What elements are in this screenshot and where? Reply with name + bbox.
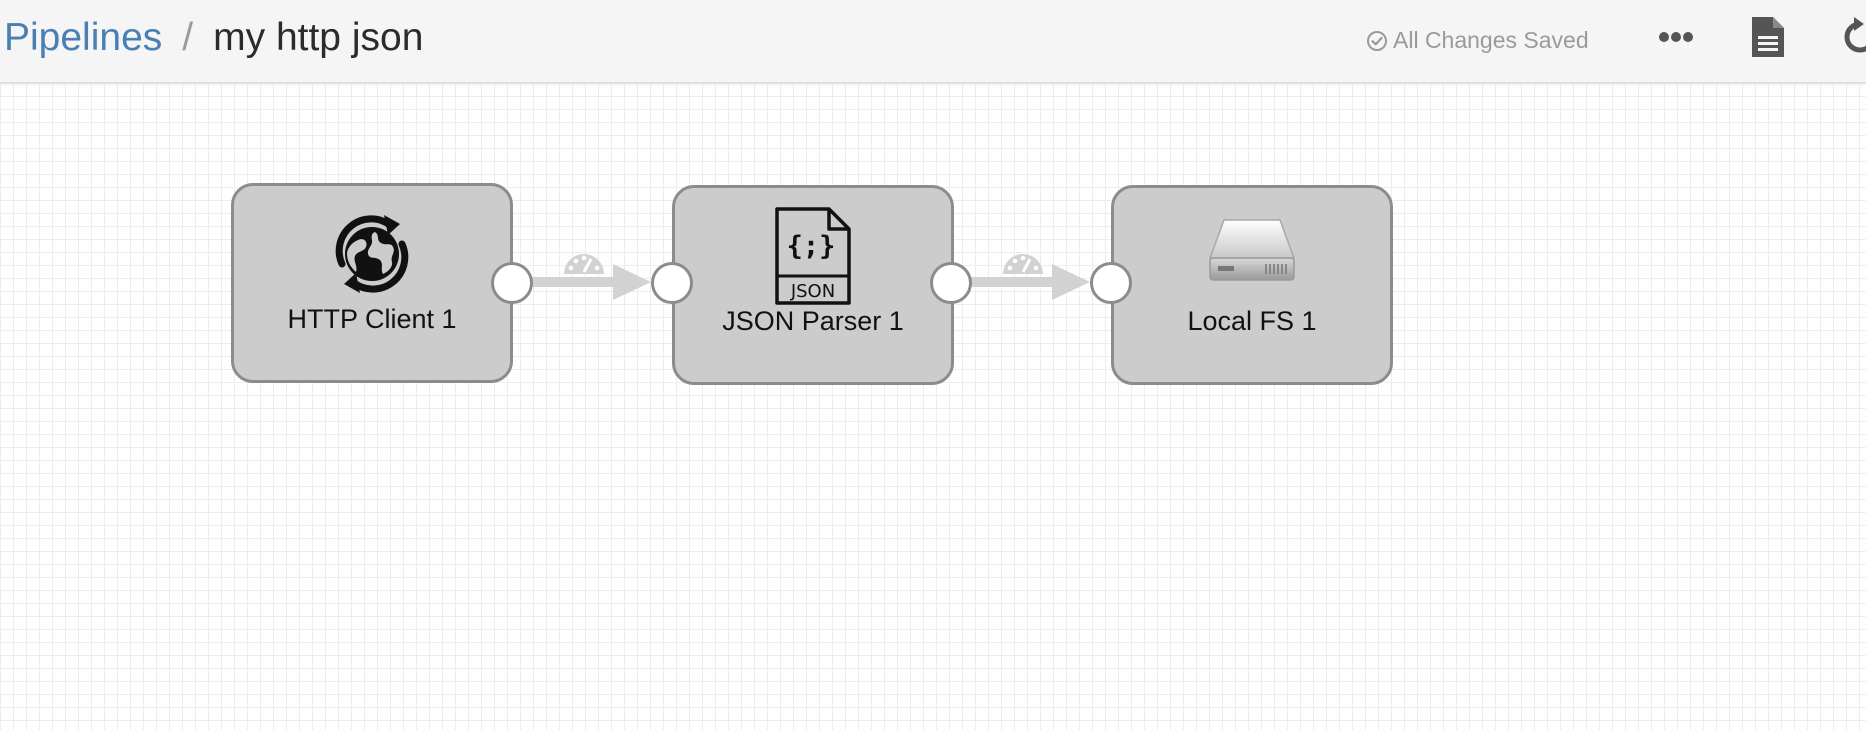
gauge-icon [1003,254,1043,274]
save-status: All Changes Saved [1366,25,1589,55]
output-port[interactable] [930,262,972,304]
json-file-icon: {;} JSON [775,207,851,305]
stage-local-fs[interactable]: Local FS 1 [1111,185,1393,385]
stage-json-parser[interactable]: {;} JSON JSON Parser 1 [672,185,954,385]
document-icon [1752,17,1784,57]
json-icon-text: JSON [790,281,835,302]
refresh-button[interactable] [1840,14,1866,60]
ellipsis-icon [1659,32,1693,42]
breadcrumb: Pipelines / my http json [4,14,423,62]
breadcrumb-pipelines-link[interactable]: Pipelines [4,16,163,59]
configuration-button[interactable] [1748,14,1788,60]
gauge-icon [564,254,604,274]
input-port[interactable] [1090,262,1132,304]
hard-drive-icon [1208,219,1296,281]
stage-label: Local FS 1 [1187,306,1317,336]
more-options-button[interactable] [1654,22,1698,52]
globe-sync-icon [335,215,409,293]
save-status-text: All Changes Saved [1393,27,1589,53]
json-icon-braces: {;} [787,231,836,262]
pipeline-title: my http json [213,16,424,59]
pipeline-canvas[interactable]: HTTP Client 1 {;} JSON JSON Parser 1 [0,83,1866,730]
refresh-icon [1844,17,1866,53]
stream-connector[interactable] [531,241,651,301]
output-port[interactable] [491,262,533,304]
stream-connector[interactable] [970,241,1090,301]
stage-http-client[interactable]: HTTP Client 1 [231,183,513,383]
breadcrumb-separator: / [182,16,194,59]
stage-label: JSON Parser 1 [722,306,904,336]
input-port[interactable] [651,262,693,304]
check-circle-icon [1367,31,1387,51]
header-bar: Pipelines / my http json All Changes Saved [0,0,1866,83]
stage-label: HTTP Client 1 [287,304,457,334]
